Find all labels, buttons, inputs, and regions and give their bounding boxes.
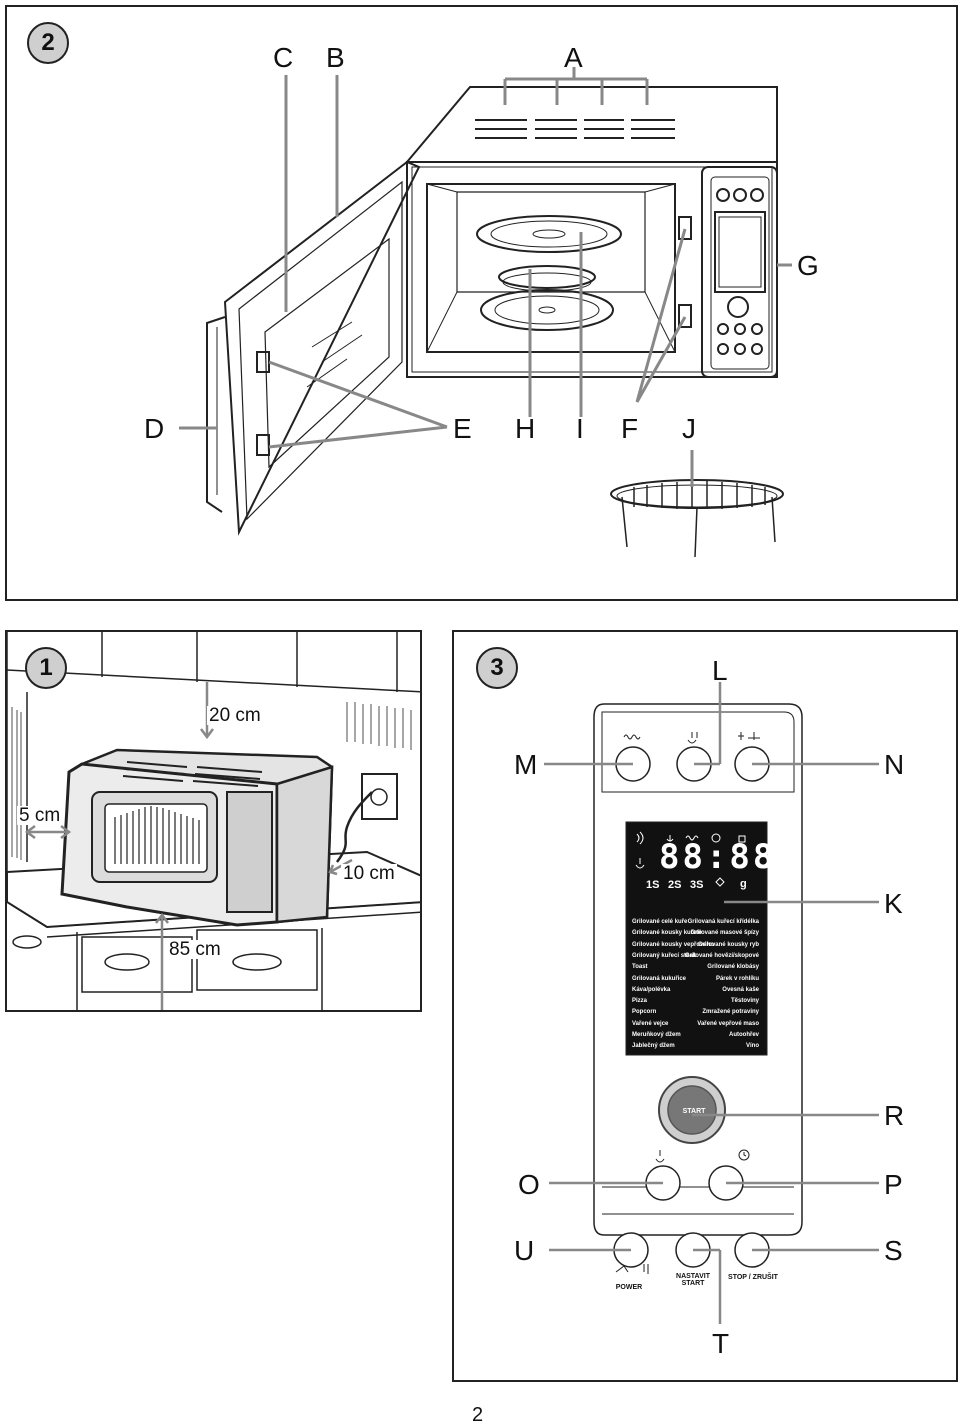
set-start-button[interactable] [676,1233,710,1267]
dimension-side-clearance: 5 cm [17,805,63,826]
program-item: Grilované kousky kuřete [632,930,702,937]
program-item: Víno [746,1043,759,1050]
program-item: Grilované hovězí/skopové [684,952,759,959]
figure-number-badge: 1 [25,647,67,689]
program-item: Vařené vejce [632,1020,669,1027]
label-f: F [621,413,639,444]
label-g: G [797,250,819,281]
grill-button[interactable] [677,747,711,781]
microwave-button[interactable] [616,747,650,781]
set-start-button-label: NASTAVIT START [676,1273,710,1288]
label-k: K [884,888,903,919]
program-item: Toast [632,964,648,971]
program-item: Autoohřev [729,1032,759,1038]
auto-defrost-button[interactable] [646,1166,680,1200]
program-item: Vařené vepřové maso [697,1020,759,1027]
program-item: Grilovaná kukuřice [632,975,687,982]
program-item: Grilované klobásy [707,964,759,971]
label-o: O [518,1169,540,1200]
power-button-label: POWER [615,1284,643,1291]
page-number: 2 [472,1404,484,1426]
label-j: J [682,413,696,444]
figure-number-badge: 3 [476,647,518,689]
label-p: P [884,1169,903,1200]
program-item: Grilovaný kuřecí steak [632,952,697,959]
lcd-unit: g [740,878,747,890]
label-b: B [326,42,345,73]
installation-illustration [7,632,420,1010]
label-r: R [884,1100,905,1131]
stop-cancel-button[interactable] [735,1233,769,1267]
label-i: I [576,413,584,444]
figure-number-badge: 2 [27,22,69,64]
program-item: Grilovaná kuřecí křídélka [687,919,759,925]
label-s: S [884,1235,903,1266]
microwave-illustration [179,67,792,558]
label-h: H [515,413,536,444]
start-knob[interactable] [659,1077,725,1143]
dimension-top-clearance: 20 cm [207,705,263,726]
program-item: Pizza [632,998,648,1005]
lcd-weight-3: 3S [690,879,704,891]
program-item: Zmražené potraviny [702,1009,759,1016]
label-c: C [273,42,294,73]
label-a: A [564,42,583,73]
label-t: T [712,1328,730,1359]
start-button-label: START [682,1108,706,1115]
clock-button[interactable] [709,1166,743,1200]
lcd-weight-1: 1S [646,879,660,891]
program-item: Grilované celé kuře [632,919,688,925]
label-n: N [884,749,905,780]
power-button[interactable] [614,1233,648,1267]
stop-cancel-button-label: STOP / ZRUŠIT [728,1274,778,1281]
defrost-button[interactable] [735,747,769,781]
program-item: Těstoviny [730,998,759,1005]
program-item: Grilované kousky vepřového [632,941,715,948]
control-panel-illustration [544,682,879,1324]
figure-3-panel: 3 [452,630,958,1382]
program-item: Jablečný džem [632,1043,675,1050]
program-item: Popcorn [632,1009,657,1016]
program-item: Ovesná kaše [722,986,759,993]
lcd-digits: 88:88 [659,837,777,877]
program-item: Grilované kousky ryb [697,941,759,948]
program-item: Meruňkový džem [632,1032,681,1038]
figure-1-panel: 1 20 cm 5 cm 10 cm 85 cm [5,630,422,1012]
dimension-back-clearance: 10 cm [341,863,397,884]
label-u: U [514,1235,535,1266]
program-item: Párek v rohlíku [715,975,759,982]
label-l: L [712,655,728,686]
lcd-weight-2: 2S [668,879,682,891]
label-e: E [453,413,472,444]
label-d: D [144,413,165,444]
label-m: M [514,749,538,780]
figure-2-panel: 2 [5,5,958,601]
program-item: Grilované masové špízy [690,930,759,937]
dimension-height: 85 cm [167,939,223,960]
program-item: Káva/polévka [632,986,671,993]
